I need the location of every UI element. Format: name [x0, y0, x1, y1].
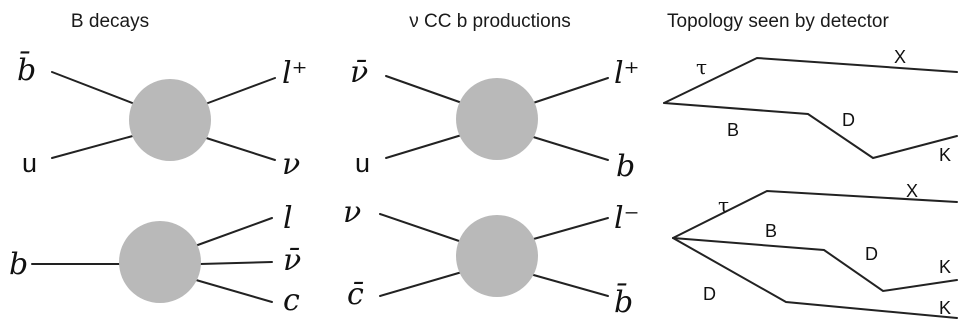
propagator-line — [194, 217, 273, 247]
label-x: X — [906, 181, 918, 201]
title-nu-cc: ν CC b productions — [409, 11, 571, 32]
b-decay-bottom-diagram: b l ν̄ c — [9, 201, 301, 318]
nu-cc-top-diagram: ν̄ u l⁺ b — [350, 55, 639, 184]
propagator-line — [529, 273, 609, 297]
label-d: D — [703, 284, 716, 304]
track-tau-x — [672, 189, 958, 239]
track-tau-x — [663, 56, 958, 104]
topology-bottom: τ X B D K D K — [672, 181, 958, 319]
label-lplus: l⁺ — [282, 56, 307, 91]
propagator-line — [199, 135, 276, 161]
title-b-decays: B decays — [71, 11, 149, 32]
propagator-line — [199, 77, 276, 107]
label-nubar: ν̄ — [283, 243, 301, 278]
label-cbar: c̄ — [347, 277, 364, 312]
label-k: K — [939, 257, 951, 277]
propagator-line — [385, 75, 466, 105]
topology-top: τ X B D K — [663, 47, 958, 165]
label-nubar: ν̄ — [350, 55, 368, 90]
propagator-line — [379, 271, 463, 297]
track-b-d-k — [672, 237, 958, 293]
label-u: u — [22, 148, 37, 178]
nu-cc-bottom-diagram: ν c̄ l⁻ b̄ — [343, 195, 639, 320]
label-k: K — [939, 298, 951, 318]
label-tau: τ — [718, 193, 729, 217]
propagator-line — [529, 135, 609, 161]
b-decay-top-diagram: b̄ u l⁺ ν — [17, 50, 307, 182]
label-b: b — [9, 247, 28, 282]
track-b-d-k — [663, 102, 958, 160]
label-k: K — [939, 145, 951, 165]
label-bbar: b̄ — [17, 50, 36, 88]
label-d: D — [842, 110, 855, 130]
label-b: b — [616, 149, 635, 184]
interaction-blob — [119, 221, 201, 303]
propagator-line — [51, 71, 141, 107]
propagator-line — [529, 217, 609, 241]
label-lminus: l⁻ — [614, 201, 639, 236]
interaction-blob — [129, 79, 211, 161]
title-topology: Topology seen by detector — [667, 11, 889, 32]
label-tau: τ — [696, 55, 707, 79]
track-d-k — [672, 237, 958, 319]
label-bbar: b̄ — [614, 282, 633, 320]
label-l: l — [283, 201, 293, 236]
interaction-blob — [456, 215, 538, 297]
interaction-blob — [456, 78, 538, 160]
propagator-line — [385, 133, 466, 159]
label-nu: ν — [282, 147, 300, 182]
propagator-line — [529, 77, 609, 105]
propagator-line — [195, 279, 273, 303]
propagator-line — [199, 261, 273, 265]
propagator-line — [379, 213, 463, 243]
label-c: c — [283, 283, 300, 318]
label-b: B — [727, 120, 739, 140]
label-lplus: l⁺ — [614, 56, 639, 91]
label-nu: ν — [343, 195, 361, 230]
label-x: X — [894, 47, 906, 67]
propagator-line — [51, 133, 141, 159]
label-b: B — [765, 221, 777, 241]
label-d: D — [865, 244, 878, 264]
label-u: u — [355, 148, 370, 178]
